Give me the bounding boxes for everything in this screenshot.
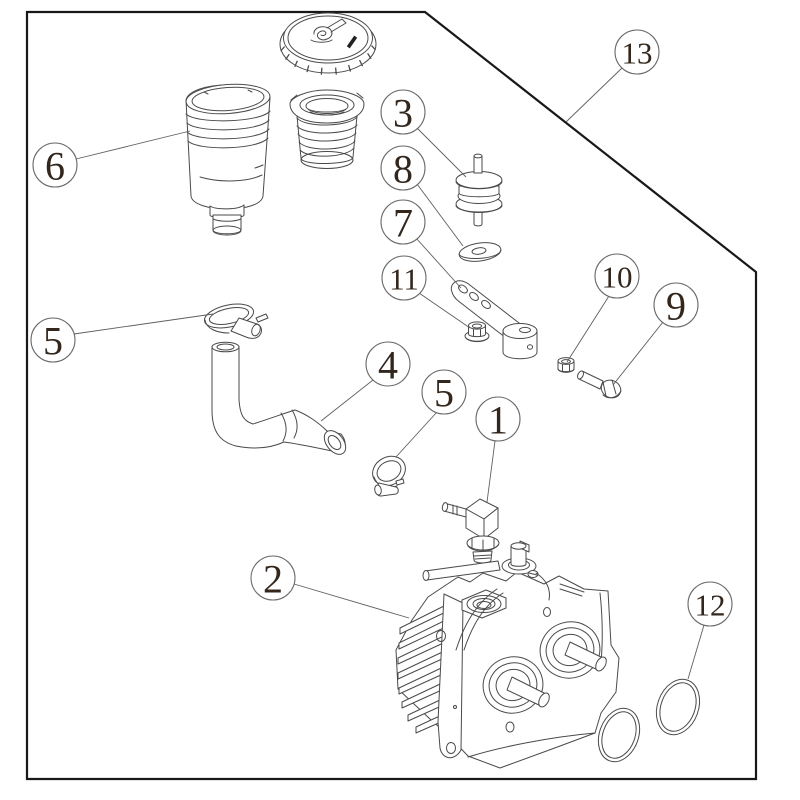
cap-index-mark (346, 35, 358, 49)
pump-output-shafts (482, 621, 607, 714)
part-hex-nut (557, 357, 575, 373)
leader-line-5-hose-clamp-upper (73, 313, 214, 335)
part-lever-arm (450, 280, 538, 360)
callout-number-10: 10 (602, 260, 633, 295)
part-pump-assembly (395, 540, 620, 769)
callout-number-9: 9 (666, 284, 686, 329)
leader-line-5-hose-clamp-lower (395, 411, 438, 458)
callout-circle-13-boundary-cut-line (614, 29, 660, 75)
callout-number-12: 12 (695, 588, 726, 623)
callout-number-6: 6 (45, 144, 65, 189)
callout-circle-5-hose-clamp-upper (30, 317, 76, 363)
callout-number-5: 5 (434, 371, 454, 416)
leader-line-12-o-rings (687, 624, 705, 680)
callout-circle-6-reservoir (32, 142, 78, 188)
callout-number-5: 5 (43, 319, 63, 364)
callout-circle-11-flange-nut (381, 255, 427, 301)
leader-line-4-formed-hose (320, 379, 374, 422)
part-hex-bolt (577, 370, 622, 399)
leader-line-11-flange-nut (418, 292, 471, 329)
leader-line-9-hex-bolt (612, 321, 664, 386)
part-elbow-fitting (441, 498, 500, 564)
callout-circle-12-o-rings (687, 581, 733, 627)
part-filler-cap (279, 12, 377, 75)
part-hose-clamp-lower (372, 455, 406, 497)
part-hose-clamp-upper (203, 303, 269, 339)
callout-number-13: 13 (622, 36, 653, 71)
callout-number-11: 11 (389, 262, 419, 297)
leader-line-3-damper-mount (416, 127, 467, 178)
part-washer (458, 242, 502, 262)
callout-circle-1-elbow-fitting (475, 396, 521, 442)
oil-can-icon (310, 18, 347, 43)
part-damper-mount (455, 153, 503, 227)
leader-line-10-hex-nut (566, 295, 610, 363)
callout-circle-5-hose-clamp-lower (421, 369, 467, 415)
leader-line-6-reservoir (75, 130, 191, 160)
callout-circle-4-formed-hose (365, 341, 411, 387)
callout-circle-2-pump-assembly (250, 555, 296, 601)
callout-circle-7-lever-arm (380, 199, 426, 245)
callout-circle-8-washer (380, 145, 426, 191)
callout-number-3: 3 (393, 91, 413, 136)
leader-line-8-washer (416, 183, 464, 247)
callout-circle-3-damper-mount (380, 89, 426, 135)
leader-line-2-pump-assembly (293, 583, 410, 619)
callout-number-1: 1 (488, 398, 508, 443)
callout-number-4: 4 (378, 343, 398, 388)
part-threaded-insert (289, 89, 365, 169)
part-formed-hose (211, 341, 347, 455)
callout-number-8: 8 (393, 147, 413, 192)
callout-circle-9-hex-bolt (653, 282, 699, 328)
callout-circle-10-hex-nut (594, 253, 640, 299)
callout-number-2: 2 (263, 557, 283, 602)
part-flange-nut (464, 321, 490, 343)
part-o-rings (597, 678, 701, 763)
callout-number-7: 7 (393, 201, 413, 246)
leader-line-1-elbow-fitting (486, 440, 496, 503)
leader-line-13-boundary-cut-line (565, 67, 623, 123)
leader-line-7-lever-arm (415, 237, 462, 289)
part-reservoir (185, 83, 271, 236)
